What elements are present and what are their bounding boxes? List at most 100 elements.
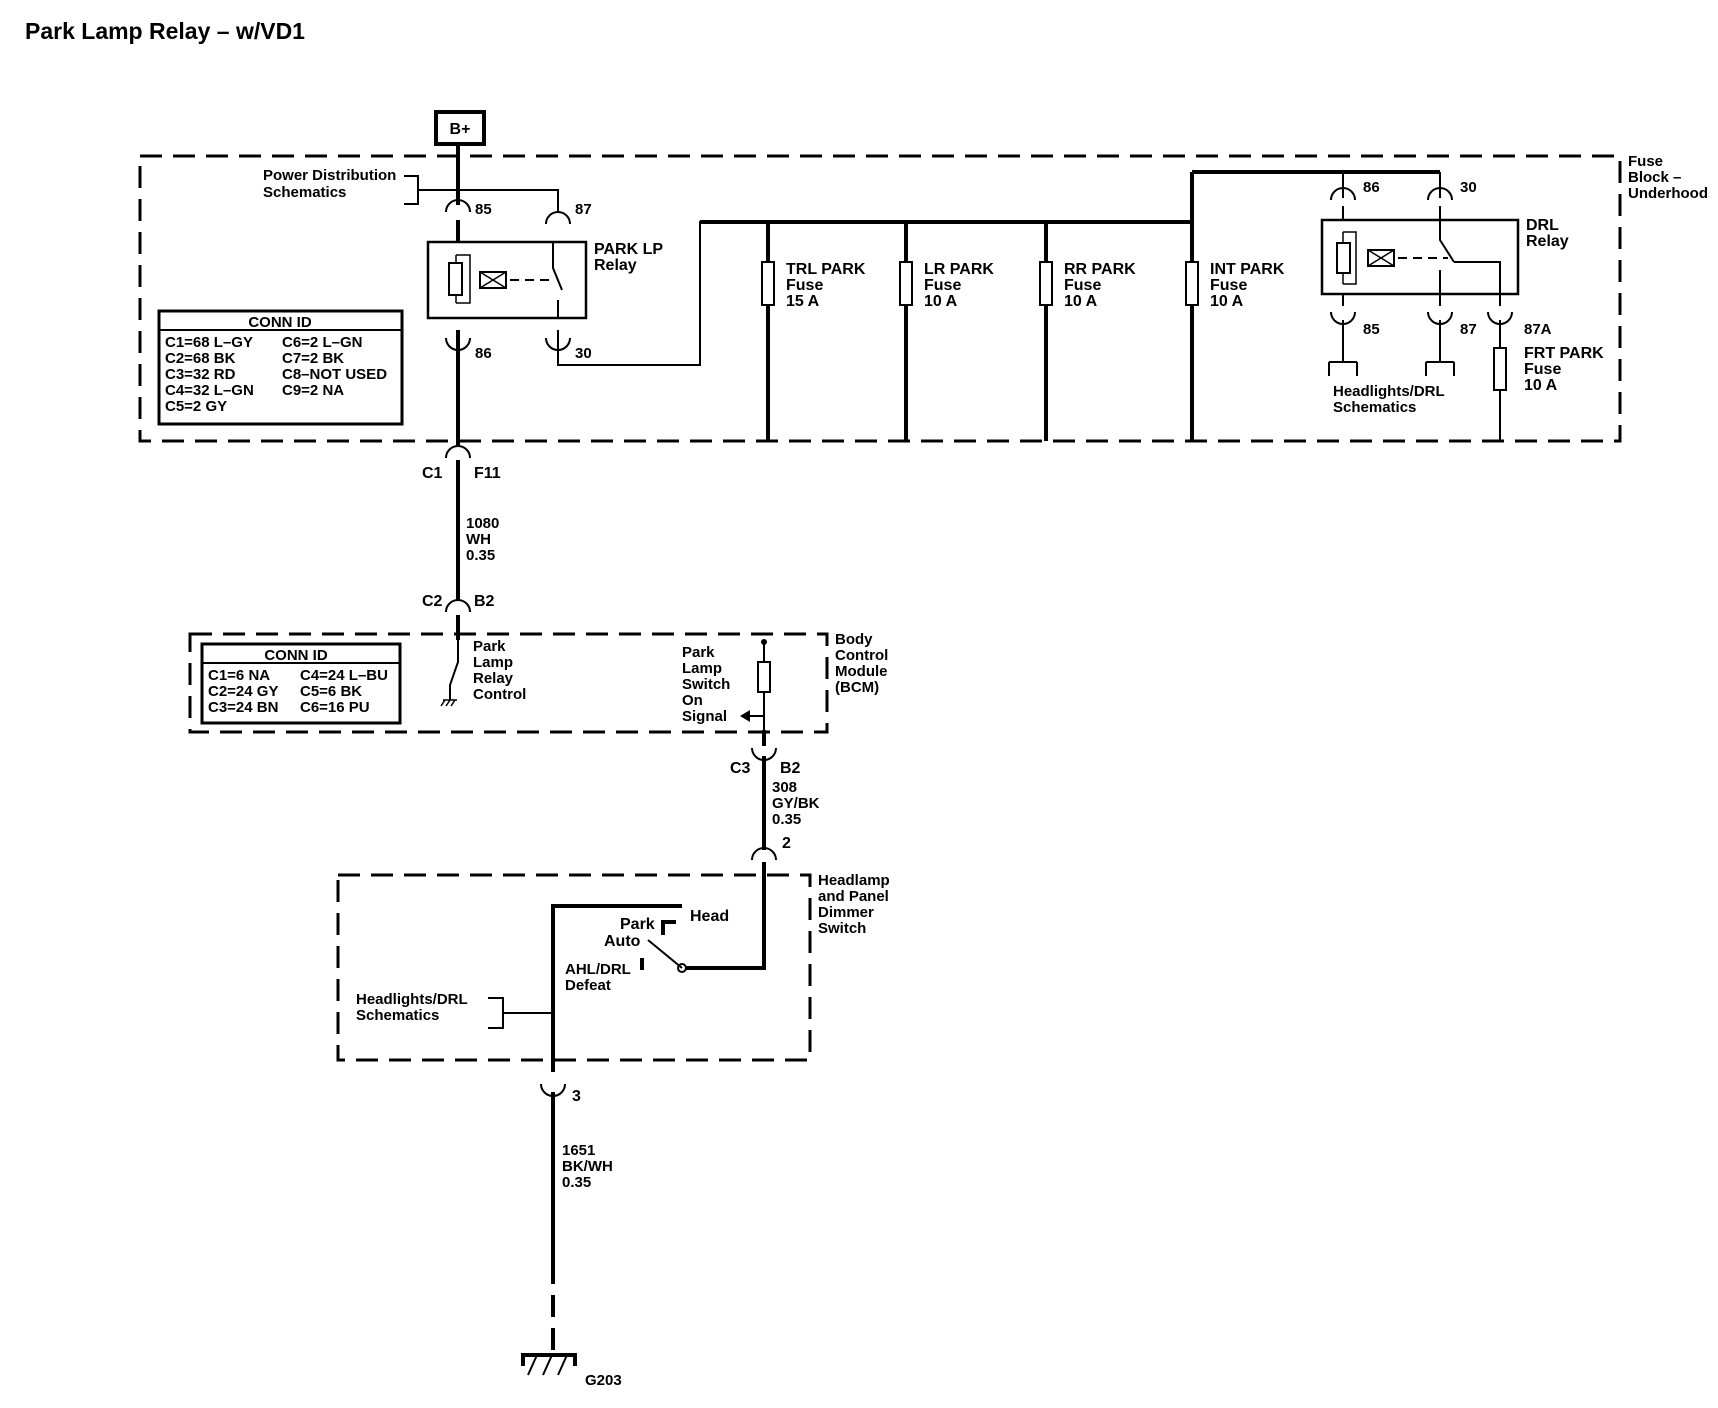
circuit-1080-label: 1080 WH 0.35 [466, 515, 499, 564]
svg-text:Switch: Switch [682, 676, 730, 693]
frt-park-fuse: FRT PARK Fuse 10 A [1493, 320, 1604, 441]
svg-text:Park: Park [682, 644, 715, 661]
svg-text:FRT PARK: FRT PARK [1524, 345, 1604, 362]
svg-text:C3=24 BN: C3=24 BN [208, 699, 278, 716]
svg-text:Headlights/DRL: Headlights/DRL [356, 991, 468, 1008]
fuse-block-outline [138, 154, 1622, 443]
pin-87-arc [545, 211, 571, 225]
park-lamp-switch-signal-label: Park Lamp Switch On Signal [682, 644, 730, 725]
circuit-1651-label: 1651 BK/WH 0.35 [562, 1142, 613, 1191]
svg-text:10 A: 10 A [1524, 377, 1558, 394]
fuse-block-label: Fuse Block – Underhood [1628, 153, 1708, 202]
pin-87-label: 87 [575, 201, 592, 218]
svg-text:Relay: Relay [594, 257, 637, 274]
svg-text:AHL/DRL: AHL/DRL [565, 961, 631, 978]
drl-pin-86-arc [1330, 187, 1356, 201]
drl-pin-30-arc [1427, 187, 1453, 201]
park-lamp-relay-control-label: Park Lamp Relay Control [473, 638, 526, 703]
svg-text:C5=2 GY: C5=2 GY [165, 398, 227, 415]
svg-text:10 A: 10 A [924, 293, 958, 310]
svg-text:CONN ID: CONN ID [248, 314, 312, 331]
svg-text:C1=6 NA: C1=6 NA [208, 667, 270, 684]
svg-text:Schematics: Schematics [1333, 399, 1416, 416]
rr-park-fuse: RR PARK Fuse 10 A [1039, 222, 1136, 441]
dimmer-switch-contacts [551, 904, 687, 1000]
connector-c3-b2-label: B2 [780, 760, 801, 777]
svg-text:C2=24 GY: C2=24 GY [208, 683, 278, 700]
svg-text:C5=6 BK: C5=6 BK [300, 683, 362, 700]
svg-text:Fuse: Fuse [1210, 277, 1247, 294]
connector-c2-arc [445, 599, 471, 613]
pin-86-label: 86 [475, 345, 492, 362]
svg-text:TRL PARK: TRL PARK [786, 261, 866, 278]
bcm-label: Body Control Module (BCM) [835, 631, 888, 696]
connector-f11-label: F11 [474, 465, 501, 482]
svg-text:Fuse: Fuse [924, 277, 961, 294]
switch-position-auto: Auto [604, 933, 641, 950]
svg-text:C7=2 BK: C7=2 BK [282, 350, 344, 367]
dimmer-pin-2-label: 2 [782, 835, 791, 852]
svg-text:C2=68 BK: C2=68 BK [165, 350, 236, 367]
svg-text:Schematics: Schematics [263, 184, 346, 201]
svg-text:Control: Control [835, 647, 888, 664]
svg-text:Fuse: Fuse [1524, 361, 1561, 378]
bcm-outline [188, 632, 829, 734]
switch-position-park: Park [620, 916, 655, 933]
svg-text:C3=32 RD: C3=32 RD [165, 366, 236, 383]
pin-86-arc [445, 337, 471, 351]
svg-text:DRL: DRL [1526, 217, 1559, 234]
svg-text:Switch: Switch [818, 920, 866, 937]
diagram-title: Park Lamp Relay – w/VD1 [25, 18, 305, 44]
drl-pin-87-label: 87 [1460, 321, 1477, 338]
park-lamp-switch-signal-input [740, 639, 771, 746]
svg-text:C8–NOT USED: C8–NOT USED [282, 366, 387, 383]
svg-text:C1=68 L–GY: C1=68 L–GY [165, 334, 253, 351]
svg-text:Lamp: Lamp [473, 654, 513, 671]
connector-c2-label: C2 [422, 593, 443, 610]
svg-text:Schematics: Schematics [356, 1007, 439, 1024]
ground-g203-label: G203 [585, 1372, 622, 1389]
svg-text:PARK LP: PARK LP [594, 241, 663, 258]
svg-text:1651: 1651 [562, 1142, 595, 1159]
svg-text:Headlights/DRL: Headlights/DRL [1333, 383, 1445, 400]
pin-30-label: 30 [575, 345, 592, 362]
connector-b2-label: B2 [474, 593, 495, 610]
connector-c1-arc [445, 445, 471, 459]
int-park-fuse: INT PARK Fuse 10 A [1185, 172, 1285, 441]
switch-position-ahl-drl-defeat: AHL/DRL Defeat [565, 961, 631, 994]
dimmer-pin-2-arc [751, 847, 777, 861]
svg-text:0.35: 0.35 [772, 811, 801, 828]
svg-text:Park: Park [473, 638, 506, 655]
switch-position-head: Head [690, 908, 729, 925]
headlights-ref-bracket-85 [1328, 320, 1358, 376]
svg-text:GY/BK: GY/BK [772, 795, 820, 812]
drl-pin-87a-label: 87A [1524, 321, 1552, 338]
park-lamp-relay-control-driver [440, 640, 459, 707]
trl-park-fuse: TRL PARK Fuse 15 A [761, 222, 866, 441]
pin-85-label: 85 [475, 201, 492, 218]
svg-text:C9=2 NA: C9=2 NA [282, 382, 344, 399]
svg-text:1080: 1080 [466, 515, 499, 532]
svg-text:Block –: Block – [1628, 169, 1681, 186]
headlights-ref-bracket-87 [1425, 320, 1455, 376]
svg-text:10 A: 10 A [1210, 293, 1244, 310]
svg-text:INT PARK: INT PARK [1210, 261, 1285, 278]
drl-pin-30-label: 30 [1460, 179, 1477, 196]
drl-pin-85-label: 85 [1363, 321, 1380, 338]
pin-85-arc [445, 199, 471, 213]
svg-text:308: 308 [772, 779, 797, 796]
svg-text:0.35: 0.35 [466, 547, 495, 564]
park-lp-relay: PARK LP Relay [426, 240, 663, 320]
lr-park-fuse: LR PARK Fuse 10 A [899, 222, 994, 441]
connector-c1-label: C1 [422, 465, 443, 482]
svg-text:Dimmer: Dimmer [818, 904, 874, 921]
power-distribution-reference: Power Distribution Schematics [263, 167, 458, 205]
svg-text:and Panel: and Panel [818, 888, 889, 905]
dimmer-switch-outline [336, 873, 812, 1062]
svg-text:Power Distribution: Power Distribution [263, 167, 396, 184]
svg-text:C4=24 L–BU: C4=24 L–BU [300, 667, 388, 684]
svg-text:15 A: 15 A [786, 293, 820, 310]
fuse-block-conn-id-table: CONN ID C1=68 L–GY C2=68 BK C3=32 RD C4=… [157, 309, 404, 426]
svg-text:Defeat: Defeat [565, 977, 611, 994]
